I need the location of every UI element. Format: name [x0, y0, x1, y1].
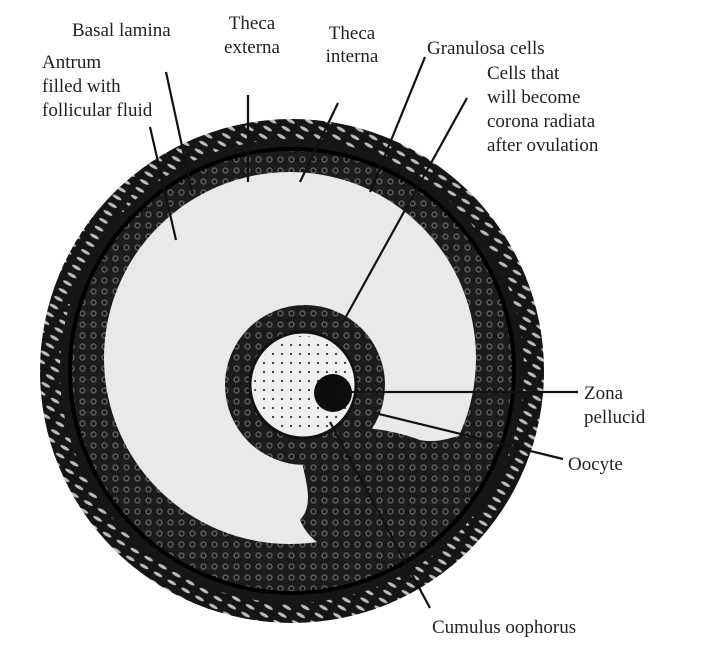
- label-theca-externa-1: Theca: [229, 13, 276, 34]
- label-granulosa: Granulosa cells: [427, 38, 545, 59]
- label-theca-interna-1: Theca: [329, 23, 376, 44]
- leader-corona: [342, 97, 468, 323]
- label-theca-externa-2: externa: [224, 37, 280, 58]
- label-basal-lamina: Basal lamina: [72, 20, 171, 41]
- leader-cumulus: [329, 421, 431, 609]
- cumulus-oophorus-mass: [300, 427, 480, 560]
- label-corona-1: Cells that: [487, 63, 560, 84]
- label-zona-1: Zona: [584, 383, 624, 404]
- label-cumulus: Cumulus oophorus: [432, 617, 576, 638]
- label-corona-2: will become: [487, 87, 580, 108]
- label-antrum-2: filled with: [42, 76, 121, 97]
- leader-basal-lamina: [164, 71, 194, 193]
- leader-oocyte: [374, 411, 564, 461]
- label-antrum-3: follicular fluid: [42, 100, 153, 121]
- oocyte-nucleus: [314, 374, 352, 412]
- leader-granulosa: [368, 56, 427, 193]
- label-zona-2: pellucid: [584, 407, 646, 428]
- label-antrum-1: Antrum: [42, 52, 101, 73]
- label-corona-4: after ovulation: [487, 135, 599, 156]
- label-corona-3: corona radiata: [487, 111, 596, 132]
- leader-theca-interna: [299, 102, 339, 183]
- leader-antrum: [148, 126, 178, 241]
- label-oocyte: Oocyte: [568, 454, 623, 475]
- basal-lamina: [68, 147, 516, 595]
- label-theca-interna-2: interna: [326, 46, 379, 67]
